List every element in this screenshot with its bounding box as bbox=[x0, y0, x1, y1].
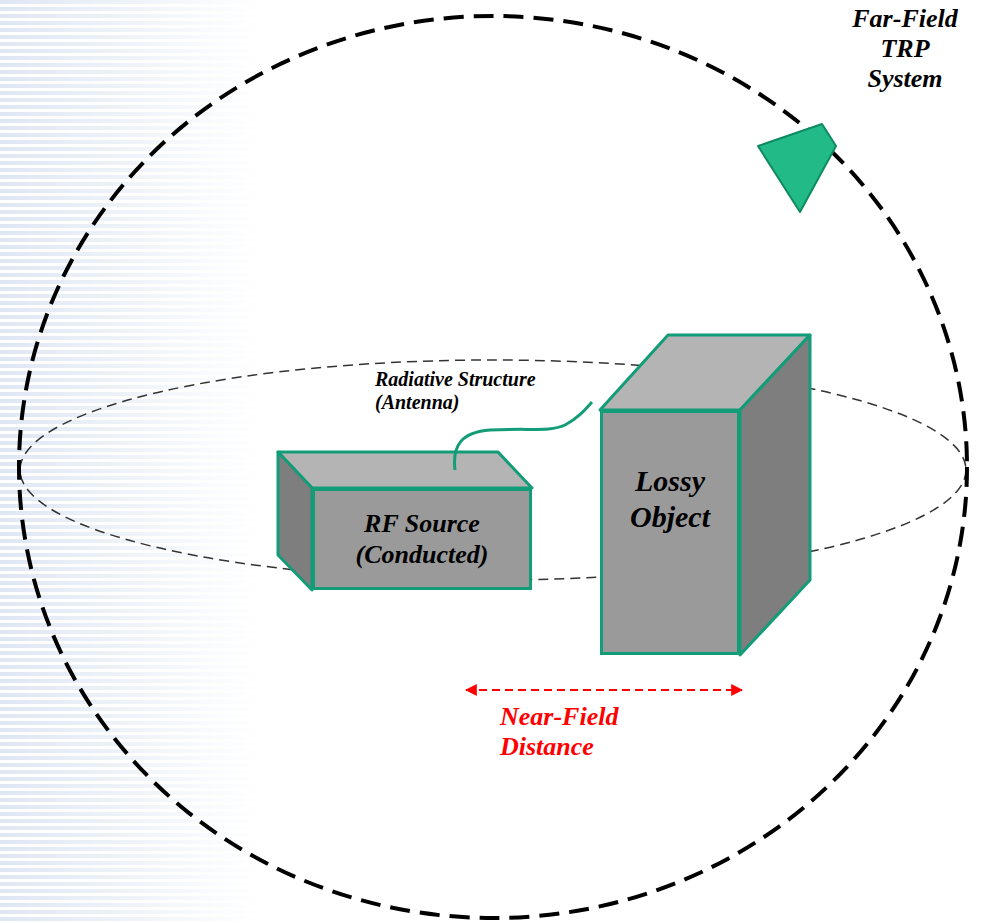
box-label: Lossy Object bbox=[609, 463, 731, 535]
antenna-label: Radiative Structure (Antenna) bbox=[375, 368, 575, 414]
box-side-face bbox=[740, 335, 810, 655]
distance-arrow bbox=[466, 689, 742, 691]
box-label: RF Source (Conducted) bbox=[321, 508, 523, 570]
probe-antenna bbox=[758, 124, 836, 212]
box-side-face bbox=[278, 452, 312, 590]
slide-stripes bbox=[0, 0, 260, 923]
system-label: Far-Field TRP System bbox=[845, 4, 965, 94]
box-top-face bbox=[278, 452, 532, 488]
far-field-sphere bbox=[19, 16, 967, 918]
lossy-object-box: Lossy Object bbox=[600, 410, 740, 655]
antenna-wire bbox=[454, 402, 592, 470]
rf-source-box: RF Source (Conducted) bbox=[312, 488, 532, 590]
distance-label: Near-Field Distance bbox=[500, 702, 640, 762]
